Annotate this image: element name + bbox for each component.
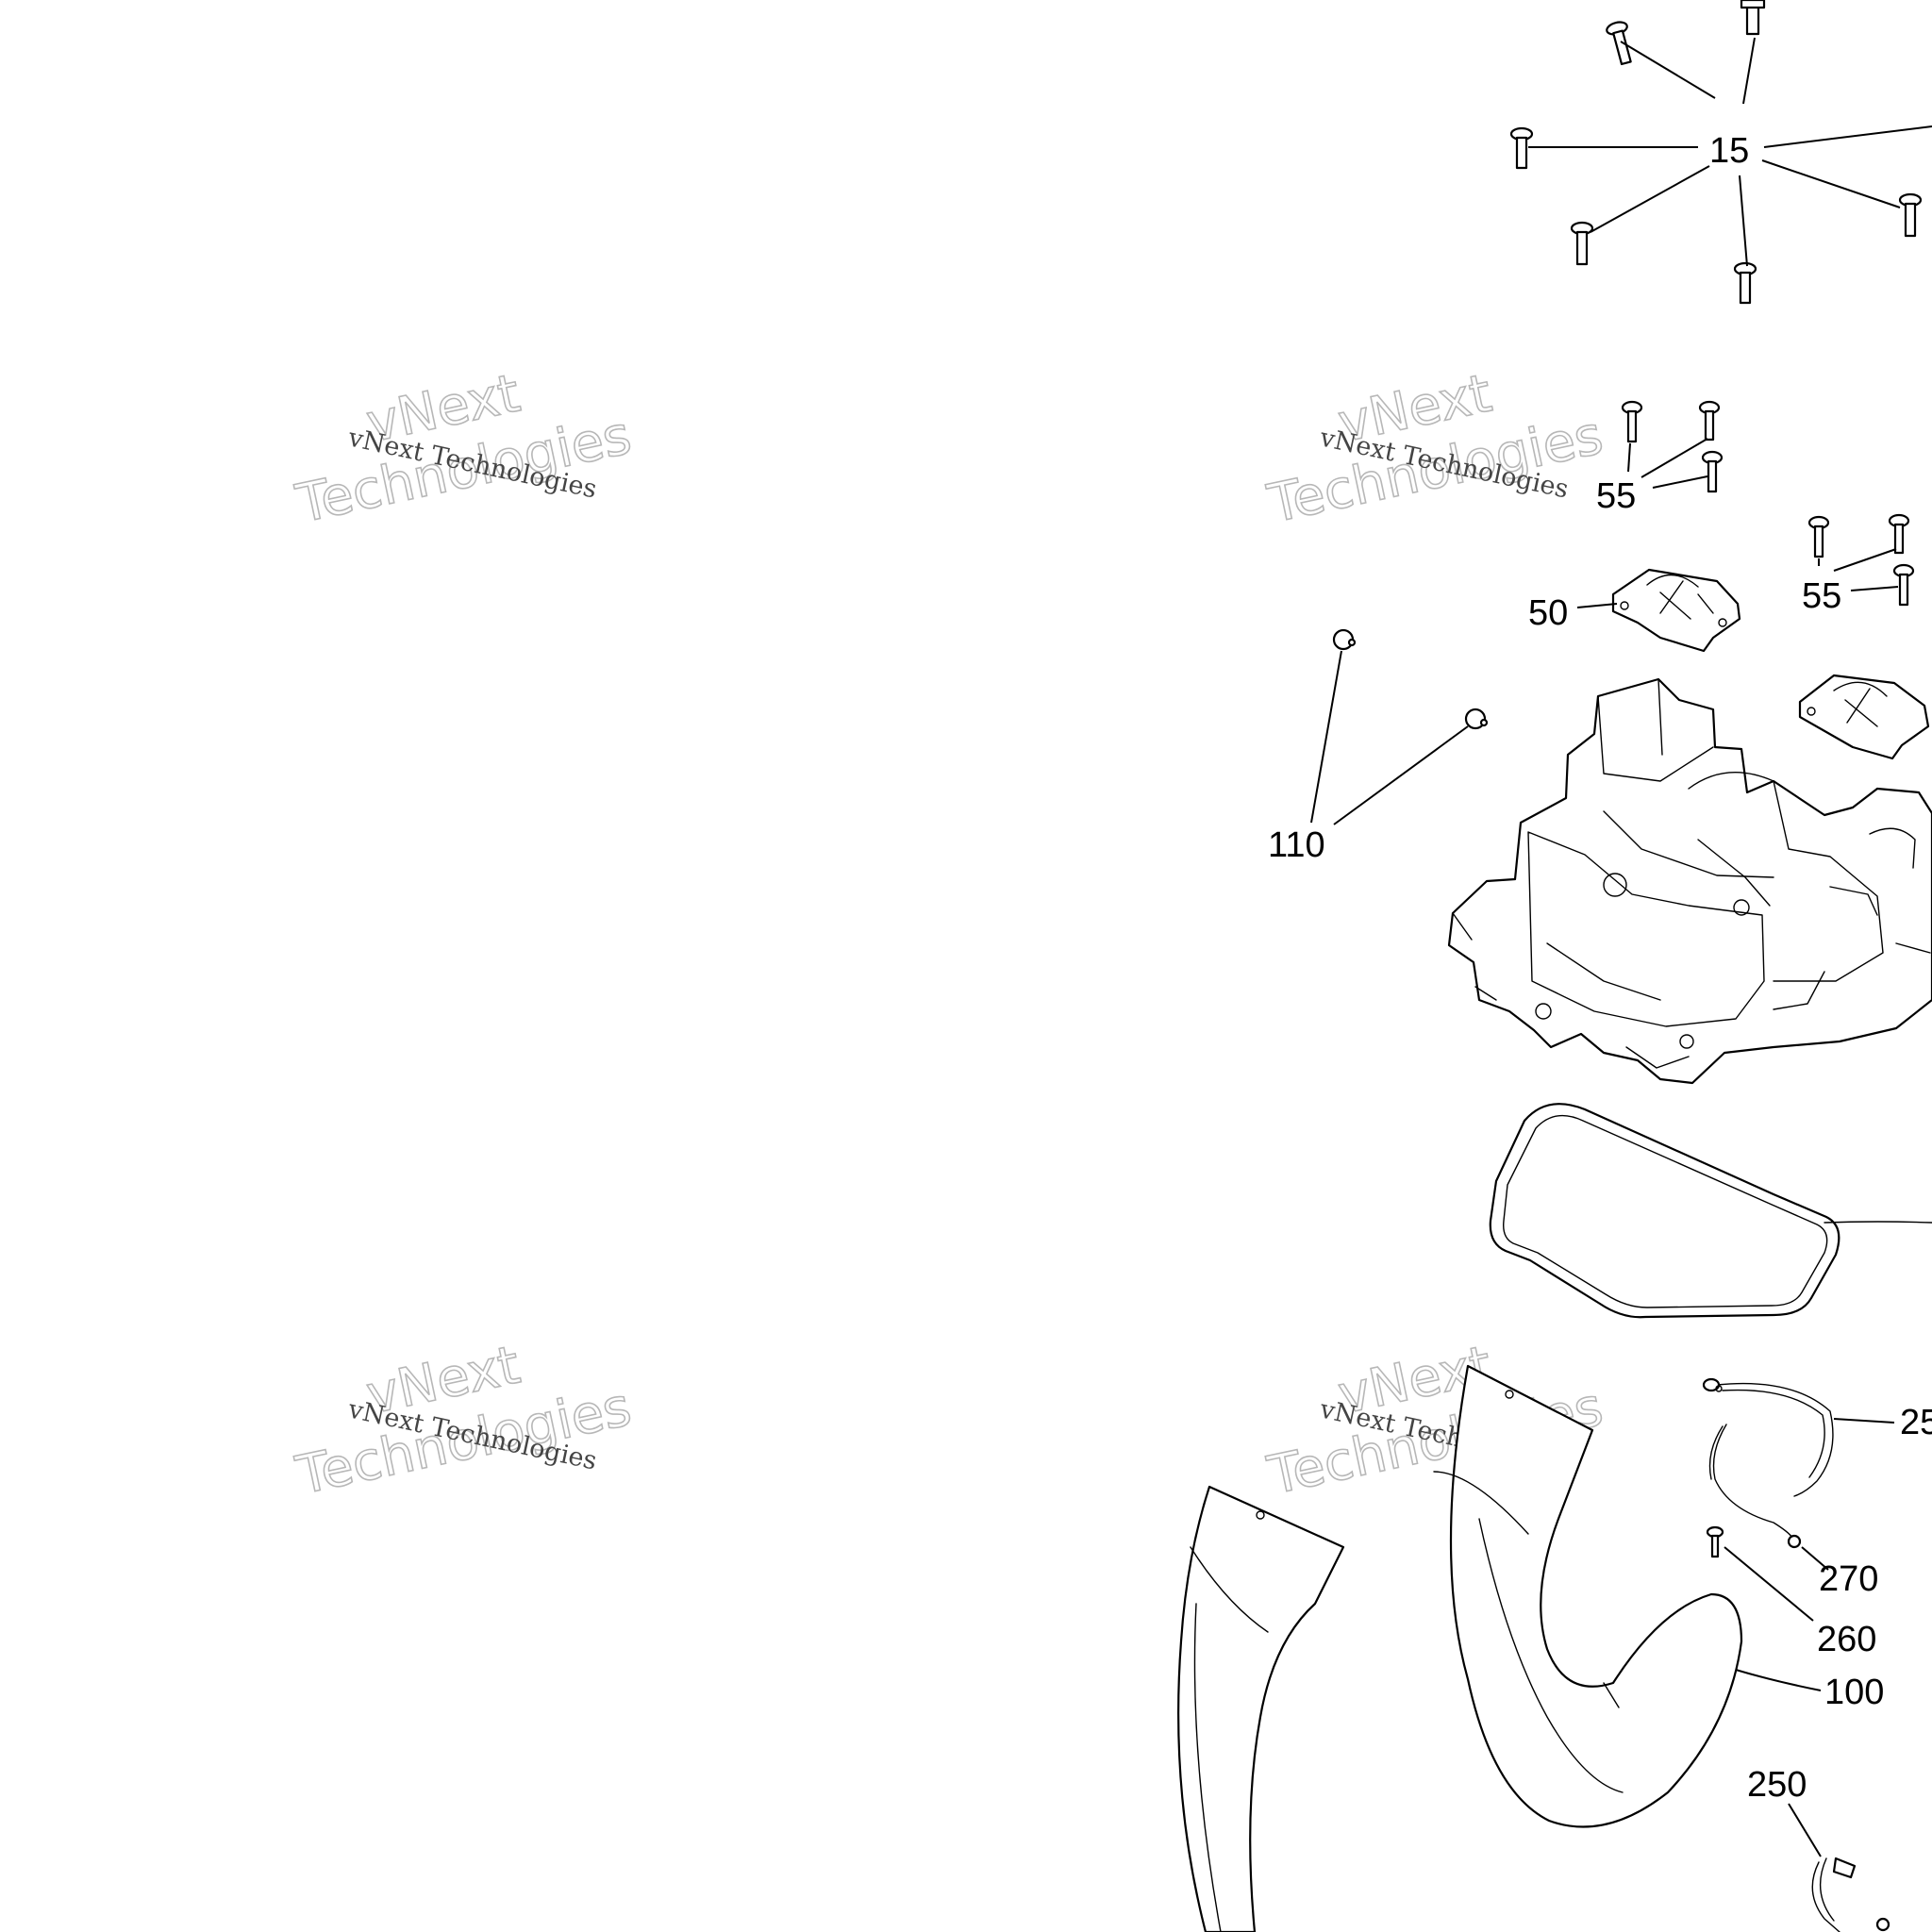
part-270-wire: 270 [1708,1424,1878,1599]
bolt-icon [1733,261,1757,305]
leader-line [1833,1418,1895,1424]
leader-line [1652,475,1708,489]
callout-55-right: 55 [1802,576,1841,616]
bolt-icon [1606,21,1632,66]
part-55-screws-upper: 55 [1596,400,1724,516]
part-50-clamp: 50 [1528,568,1930,760]
leader-line [1576,603,1618,608]
leader-line [1788,1803,1822,1857]
leader-line [1641,438,1708,478]
leader-line [1833,548,1897,572]
leader-line [1761,159,1901,208]
callout-100: 100 [1824,1673,1884,1712]
part-250-clamp: 250 [1747,1765,1890,1932]
callout-15: 15 [1709,131,1749,171]
strap-icon [1716,1382,1834,1497]
callout-50: 50 [1528,593,1568,633]
screw-icon [1706,1525,1724,1558]
leader-line [1724,1546,1814,1622]
part-15-bolts: 15 [1509,0,1932,305]
bolt-icon [1740,0,1766,36]
screw-icon [1888,513,1910,555]
part-110-plugs: 110 [1268,628,1489,865]
screw-icon [1807,515,1830,558]
leader-line [1742,37,1756,105]
bolt-icon [1898,192,1923,238]
part-25-strap: 25 [1702,1377,1932,1497]
callout-55-upper: 55 [1596,476,1636,516]
plug-icon [1332,628,1357,651]
plug-icon [1464,708,1489,730]
main-housing [1447,677,1932,1085]
hose-clamp-icon [1811,1861,1840,1932]
hose-icon [1449,1364,1743,1828]
gasket-ring [1489,1103,1932,1319]
leader-line [1310,650,1342,824]
callout-270: 270 [1819,1559,1878,1599]
bolt-icon [1570,221,1594,266]
callout-250: 250 [1747,1765,1807,1805]
watermark-bottom-left: vNext Technologies [290,1334,637,1508]
leader-line [1333,725,1469,825]
screw-icon [1701,450,1724,493]
clamp-icon [1611,568,1741,653]
leader-line [1801,1546,1829,1571]
screw-icon [1621,400,1643,443]
leader-line [1850,586,1899,591]
leader-line [1627,442,1631,473]
part-100-hose: 100 [1177,1364,1884,1932]
bolt-icon [1509,126,1534,170]
watermark-group: vNext Technologies vNext Technologies vN… [290,362,1608,1508]
screw-icon [1892,563,1915,607]
screw-icon [1698,400,1721,441]
watermark-top-right: vNext Technologies [1261,362,1608,537]
callout-110: 110 [1268,825,1325,865]
leader-line [1620,41,1716,99]
leader-line [1735,1669,1822,1691]
clamp-icon [1798,674,1930,760]
watermark-top-left: vNext Technologies [290,362,637,537]
leader-line [1590,165,1710,233]
leader-line [1739,175,1748,267]
callout-25: 25 [1900,1403,1932,1442]
part-55-screws-right: 55 [1802,513,1915,616]
part-260-screw: 260 [1706,1525,1876,1659]
leader-line [1763,125,1932,148]
wire-icon [1712,1424,1793,1539]
callout-260: 260 [1817,1620,1876,1659]
